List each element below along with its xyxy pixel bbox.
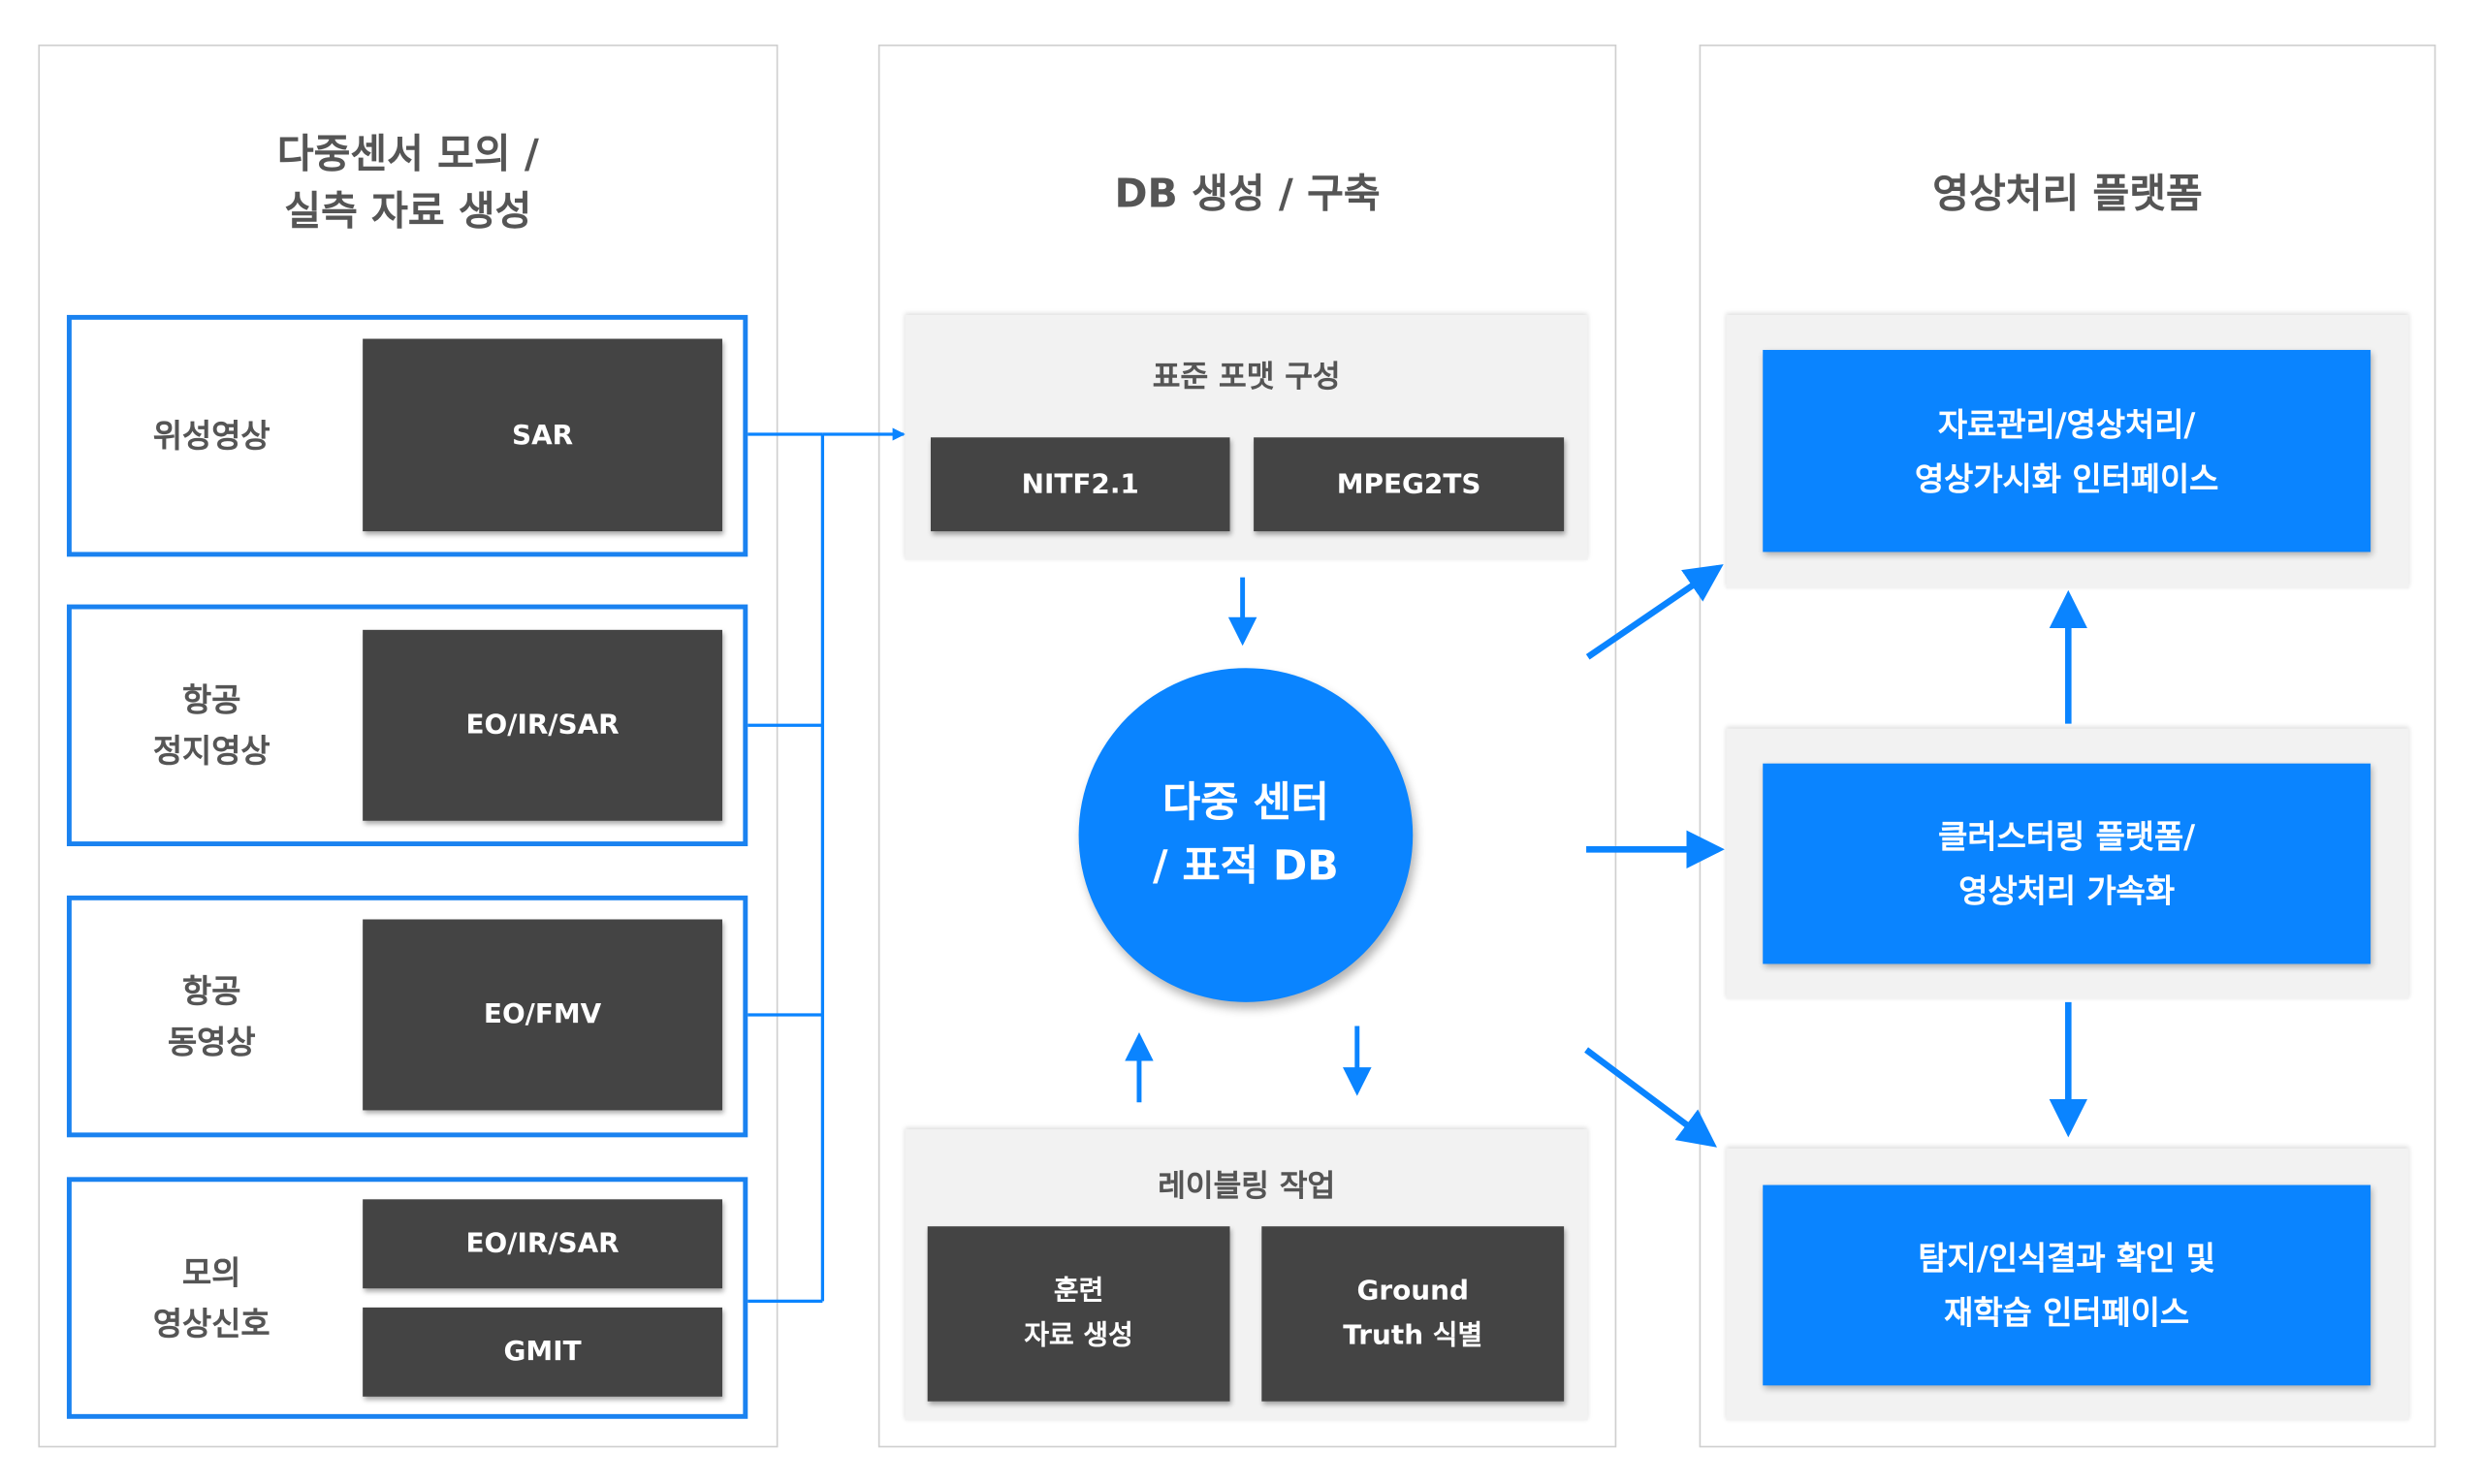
bus-line: [748, 432, 825, 1303]
section-title: 레이블링 작업: [1158, 1169, 1336, 1205]
labeling-box: 훈련 자료 생성: [927, 1226, 1230, 1402]
platform-box: 자료관리/영상처리/ 영상가시화 인터페이스: [1763, 350, 2371, 553]
labeling-box: Ground Truth 식별: [1261, 1226, 1565, 1402]
sensor-box: EO/IR/SAR: [363, 1199, 723, 1289]
arrow-to-platform-3: [1584, 1047, 1717, 1148]
group-label: 항공 정지영상: [152, 680, 270, 771]
panel-title: 영상처리 플랫폼: [1932, 170, 2203, 217]
arrow-to-platform-1: [1585, 564, 1724, 660]
sensor-box: SAR: [363, 338, 723, 532]
group-label: 모의 영상신호: [152, 1253, 270, 1343]
format-box: NITF2.1: [930, 437, 1230, 532]
panel-title: 다중센서 모의 / 실측 자료 생성: [276, 130, 539, 235]
sensor-box: EO/IR/SAR: [363, 629, 723, 821]
sensor-box: GMIT: [363, 1307, 723, 1397]
platform-box: 탐지/인식결과 확인 및 재학습 인터페이스: [1763, 1184, 2371, 1386]
group-label: 항공 동영상: [167, 971, 256, 1061]
group-label: 위성영상: [152, 416, 270, 456]
db-circle: 다중 센터 / 표적 DB: [1078, 668, 1414, 1002]
panel-title: DB 생성 / 구축: [1114, 170, 1381, 217]
platform-box: 클러스터링 플랫폼/ 영상처리 가속화: [1763, 763, 2371, 964]
sensor-box: EO/FMV: [363, 919, 723, 1111]
section-title: 표준 포맷 구성: [1152, 359, 1341, 395]
format-box: MPEG2TS: [1254, 437, 1565, 532]
